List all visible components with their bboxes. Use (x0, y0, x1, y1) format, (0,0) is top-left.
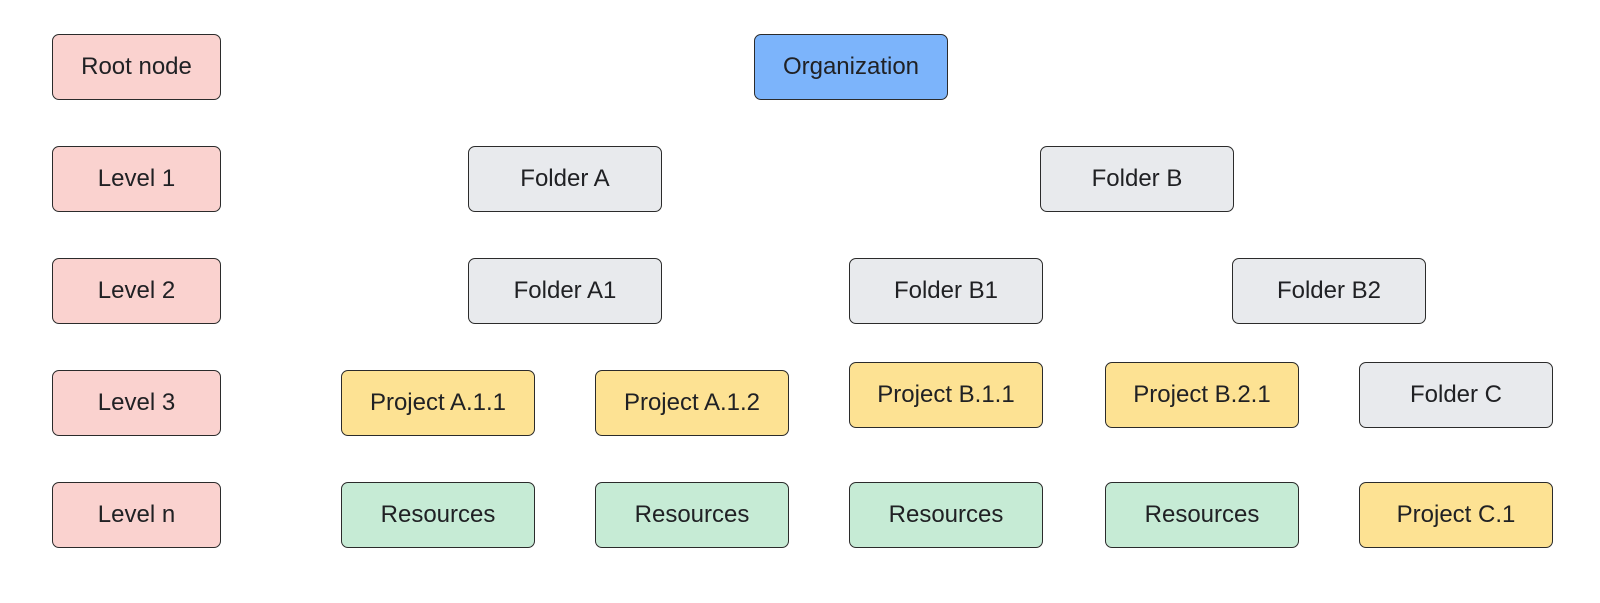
project-c1-node: Project C.1 (1359, 482, 1553, 548)
legend-level-2: Level 2 (52, 258, 221, 324)
project-b11-node: Project B.1.1 (849, 362, 1043, 428)
project-a12-node: Project A.1.2 (595, 370, 789, 436)
resources-node: Resources (1105, 482, 1299, 548)
legend-root-node: Root node (52, 34, 221, 100)
resources-node: Resources (595, 482, 789, 548)
resources-node: Resources (849, 482, 1043, 548)
folder-c-node: Folder C (1359, 362, 1553, 428)
legend-level-3: Level 3 (52, 370, 221, 436)
resources-node: Resources (341, 482, 535, 548)
folder-b1-node: Folder B1 (849, 258, 1043, 324)
folder-a1-node: Folder A1 (468, 258, 662, 324)
legend-level-1: Level 1 (52, 146, 221, 212)
project-a11-node: Project A.1.1 (341, 370, 535, 436)
legend-level-n: Level n (52, 482, 221, 548)
organization-node: Organization (754, 34, 948, 100)
folder-a-node: Folder A (468, 146, 662, 212)
folder-b-node: Folder B (1040, 146, 1234, 212)
project-b21-node: Project B.2.1 (1105, 362, 1299, 428)
folder-b2-node: Folder B2 (1232, 258, 1426, 324)
